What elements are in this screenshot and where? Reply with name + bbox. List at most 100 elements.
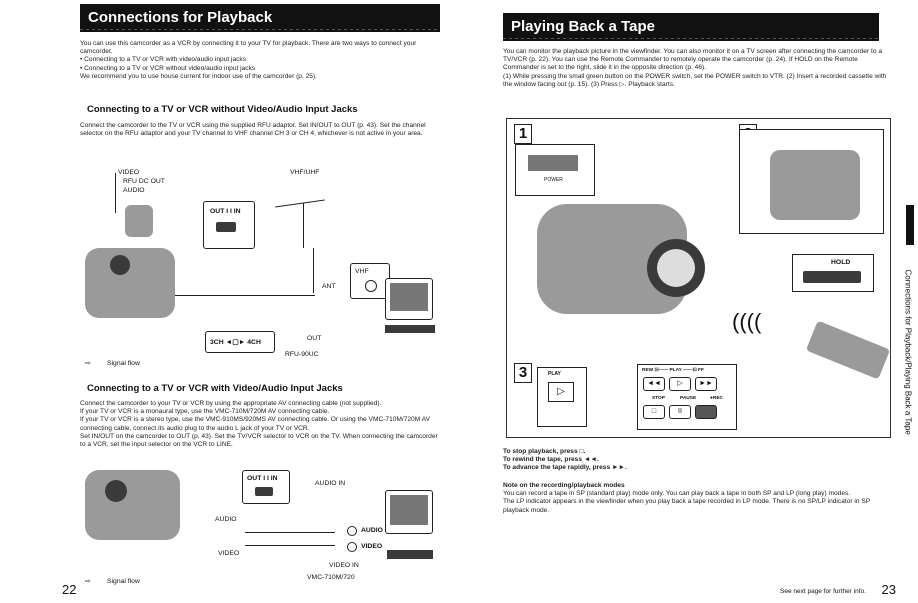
- tv-screen: [390, 283, 428, 311]
- signal-flow-arrow: ⇨: [85, 360, 91, 367]
- note-heading: Note on the recording/playback modes: [503, 482, 625, 489]
- section-heading: Connecting to a TV or VCR without Video/…: [87, 104, 358, 115]
- rfu-adaptor-icon: [125, 205, 153, 237]
- pause-icon: II: [669, 405, 691, 419]
- operation-lines: To stop playback, press □. To rewind the…: [503, 448, 893, 473]
- left-page: Connections for Playback You can use thi…: [62, 4, 440, 597]
- audio-jack-icon: [347, 526, 357, 536]
- rfu-model-label: RFU-90UC: [285, 351, 319, 358]
- vhf-label: VHF: [355, 268, 369, 275]
- note-line: The LP indicator appears in the viewfind…: [503, 498, 871, 514]
- page-title: Connections for Playback: [80, 4, 440, 32]
- section-line: If your TV or VCR is a stereo type, use …: [80, 416, 430, 432]
- advance-line: To advance the tape rapidly, press ►►.: [503, 464, 627, 472]
- rec-icon: [695, 405, 717, 419]
- side-tab-label: Connections for Playback/Playing Back a …: [903, 269, 913, 435]
- video-jack-label: VIDEO: [361, 543, 383, 550]
- intro-line: You can use this camcorder as a VCR by c…: [80, 40, 417, 56]
- page-title: Playing Back a Tape: [503, 13, 879, 41]
- rewind-line: To rewind the tape, press ◄◄.: [503, 456, 599, 464]
- tv-screen: [390, 495, 428, 525]
- stop-line: To stop playback, press □.: [503, 448, 586, 455]
- hold-switch-callout: HOLD: [792, 254, 874, 292]
- signal-flow-arrow: ⇨: [85, 578, 91, 585]
- note-line: You can record a tape in SP (standard pl…: [503, 490, 851, 498]
- switch-icon: [255, 487, 273, 496]
- rec-label: ●REC: [710, 396, 724, 401]
- intro-line: • Connecting to a TV or VCR with video/a…: [80, 56, 247, 64]
- audio-in-label: AUDIO IN: [315, 480, 346, 487]
- signal-waves-icon: ((((: [732, 309, 762, 334]
- section-heading: Connecting to a TV or VCR with Video/Aud…: [87, 383, 343, 394]
- fast-forward-icon: ►►: [695, 377, 717, 391]
- stop-icon: □: [643, 405, 665, 419]
- step-1-badge: 1: [514, 124, 532, 144]
- play-button-callout: PLAY ▷: [537, 367, 587, 427]
- power-label: POWER: [544, 177, 563, 183]
- connection-cable: [175, 295, 315, 296]
- pause-label: PAUSE: [680, 396, 697, 401]
- rfu-connection-figure: VIDEO RFU DC OUT AUDIO OUT I I IN VHF/UH…: [85, 163, 435, 373]
- antenna-icon: [275, 199, 325, 208]
- play-icon: ▷: [669, 377, 691, 391]
- tape-controls-callout: REW ⊡—— PLAY ——⊡ FF ◄◄ ▷ ►► STOP PAUSE ●…: [637, 364, 737, 430]
- right-page: Playing Back a Tape You can monitor the …: [459, 0, 918, 603]
- vcr-icon: [387, 550, 433, 559]
- audio-label: AUDIO: [215, 516, 237, 523]
- antenna-mast: [303, 203, 304, 248]
- transport-row-bottom: □ II: [643, 405, 717, 419]
- audio-jack-label: AUDIO: [361, 527, 383, 534]
- in-out-switch-callout: OUT I I IN: [242, 470, 290, 504]
- video-label: VIDEO: [118, 169, 140, 176]
- lens-icon: [105, 480, 127, 502]
- intro-text: You can monitor the playback picture in …: [503, 48, 893, 89]
- video-jack-icon: [347, 542, 357, 552]
- play-label: PLAY: [548, 371, 561, 377]
- rew-play-ff-label: REW ⊡—— PLAY ——⊡ FF: [642, 368, 704, 373]
- intro-text: You can use this camcorder as a VCR by c…: [80, 40, 440, 81]
- audio-label: AUDIO: [123, 187, 145, 194]
- video-cable: [245, 545, 335, 546]
- ant-label: ANT: [322, 283, 336, 290]
- side-tab-marker: [906, 205, 914, 245]
- video-in-label: VIDEO IN: [329, 562, 359, 569]
- out-in-label: OUT I I IN: [210, 208, 241, 215]
- camcorder-icon: [770, 150, 860, 220]
- camcorder-icon: [85, 470, 180, 540]
- note-block: Note on the recording/playback modes You…: [503, 482, 893, 515]
- intro-line: You can monitor the playback picture in …: [503, 48, 882, 72]
- tv-icon: [385, 490, 433, 534]
- section-line: Connect the camcorder to your TV or VCR …: [80, 400, 382, 407]
- leader-line: [115, 173, 116, 213]
- out-in-label: OUT I I IN: [247, 475, 278, 482]
- stop-label: STOP: [652, 396, 665, 401]
- in-out-switch-callout: OUT I I IN: [203, 201, 255, 249]
- vcr-icon: [385, 325, 435, 333]
- hold-label: HOLD: [831, 259, 851, 266]
- transport-row-top: ◄◄ ▷ ►►: [643, 377, 717, 391]
- see-next-note: See next page for further info.: [780, 588, 866, 595]
- antenna-cable: [313, 248, 314, 293]
- rfu-dc-out-label: RFU DC OUT: [123, 178, 165, 185]
- section-line: If your TV or VCR is a monaural type, us…: [80, 408, 330, 416]
- page-number: 23: [881, 582, 896, 597]
- out-label: OUT: [307, 335, 322, 342]
- power-switch-icon: [528, 155, 578, 171]
- playback-figure: 1 2 3 POWER HOLD (((( PLAY ▷ REW ⊡—— PLA…: [506, 118, 891, 438]
- steps-line: (1) While pressing the small green butto…: [503, 72, 887, 88]
- section-text: Connect the camcorder to the TV or VCR u…: [80, 122, 426, 138]
- section-text: Connect the camcorder to your TV or VCR …: [80, 400, 440, 449]
- video-label: VIDEO: [218, 550, 240, 557]
- signal-flow-label: Signal flow: [107, 360, 140, 367]
- audio-cable: [245, 532, 335, 533]
- step-3-badge: 3: [514, 363, 532, 383]
- av-connection-figure: OUT I I IN AUDIO VIDEO AUDIO IN VIDEO IN…: [85, 460, 435, 592]
- lens-icon: [110, 255, 130, 275]
- hold-switch-icon: [803, 271, 861, 283]
- signal-flow-label: Signal flow: [107, 578, 140, 585]
- camcorder-icon: [85, 248, 175, 318]
- section-line: Set IN/OUT on the camcorder to OUT (p. 4…: [80, 432, 438, 449]
- lens-glass: [657, 249, 695, 287]
- play-button-icon: ▷: [548, 382, 574, 402]
- channel-selector-callout: 3CH ◄▢► 4CH: [205, 331, 275, 353]
